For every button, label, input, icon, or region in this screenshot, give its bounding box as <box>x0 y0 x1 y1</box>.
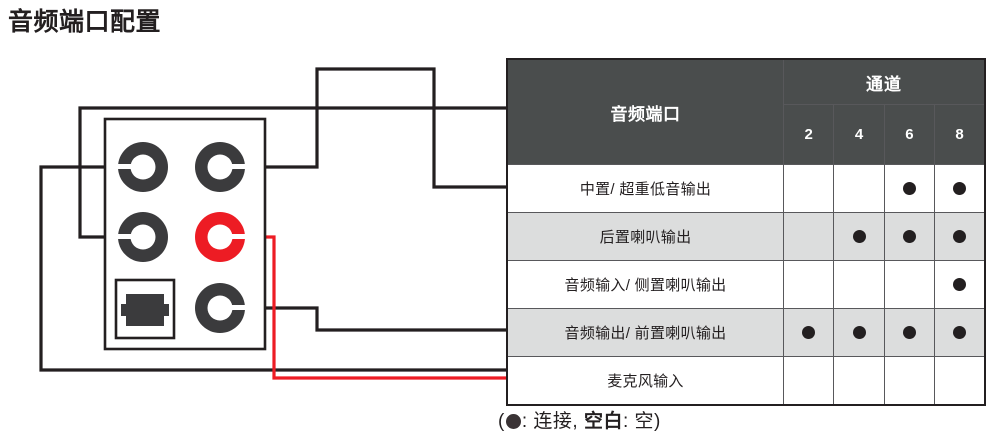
channel-cell-8 <box>934 260 986 309</box>
channel-cell-6 <box>883 260 936 309</box>
table-header-row-1: 音频端口 通道 <box>506 58 986 165</box>
port-optical-spdif-icon <box>114 278 176 340</box>
channel-cell-4 <box>833 212 885 261</box>
channel-cell-6 <box>883 308 936 357</box>
port-name-cell: 音频输出/ 前置喇叭输出 <box>506 308 784 357</box>
port-top-left <box>118 142 168 192</box>
connected-dot <box>953 325 967 339</box>
connected-dot <box>802 325 816 339</box>
connected-dot <box>902 229 916 243</box>
table-row: 中置/ 超重低音输出 <box>506 164 986 213</box>
port-name-cell: 麦克风输入 <box>506 356 784 405</box>
table-header-row-2: 2 4 6 8 <box>507 104 986 165</box>
audio-port-table: 音频端口 通道 2 4 6 8 中置/ 超重低音输出 后置喇叭输出 <box>506 58 986 406</box>
port-middle-left <box>118 212 168 262</box>
port-name-cell: 后置喇叭输出 <box>506 212 784 261</box>
channel-cell-4 <box>833 260 885 309</box>
channel-cell-2 <box>782 164 835 213</box>
audio-port-diagram <box>0 48 506 408</box>
channel-cell-8 <box>934 356 986 405</box>
channel-cell-4 <box>833 164 885 213</box>
column-header-channel-8: 8 <box>934 104 986 165</box>
channel-cell-6 <box>883 212 936 261</box>
connected-dot <box>902 181 916 195</box>
channel-cell-8 <box>934 308 986 357</box>
legend-connected-label: : 连接, <box>521 411 579 432</box>
connected-dot <box>953 181 967 195</box>
channel-cell-2 <box>782 308 835 357</box>
column-header-channel-4: 4 <box>833 104 885 165</box>
channel-cell-6 <box>883 164 936 213</box>
legend-blank-label-rest: : 空) <box>622 411 661 432</box>
column-header-channel-group: 通道 <box>783 58 986 106</box>
column-header-audio-port: 音频端口 <box>506 58 784 165</box>
connected-dot <box>852 325 866 339</box>
port-name-cell: 音频输入/ 侧置喇叭输出 <box>506 260 784 309</box>
channel-cell-4 <box>833 356 885 405</box>
table-header: 音频端口 通道 2 4 6 8 <box>506 58 986 165</box>
port-middle-right-line-out <box>195 212 245 262</box>
table-body: 中置/ 超重低音输出 后置喇叭输出 音频输入/ 侧置喇叭输出 <box>506 164 986 405</box>
channel-cell-2 <box>782 260 835 309</box>
channel-cell-4 <box>833 308 885 357</box>
connector-line-rear-speaker <box>220 67 506 189</box>
port-top-right <box>195 142 245 192</box>
connected-dot <box>902 325 916 339</box>
channel-cell-6 <box>883 356 936 405</box>
audio-port-diagram-svg <box>37 65 506 382</box>
legend-connected-dot-icon <box>505 414 521 429</box>
table-row: 音频输入/ 侧置喇叭输出 <box>506 260 986 309</box>
audio-port-table-container: 音频端口 通道 2 4 6 8 中置/ 超重低音输出 后置喇叭输出 <box>506 58 986 406</box>
port-bottom-right <box>195 283 245 333</box>
channel-cell-2 <box>782 356 835 405</box>
page-title: 音频端口配置 <box>8 8 162 36</box>
channel-cell-8 <box>934 212 986 261</box>
channel-cell-2 <box>782 212 835 261</box>
table-row: 音频输出/ 前置喇叭输出 <box>506 308 986 357</box>
table-row: 麦克风输入 <box>506 356 986 405</box>
port-name-cell: 中置/ 超重低音输出 <box>506 164 784 213</box>
legend-open-paren: ( <box>498 411 505 432</box>
connected-dot <box>953 229 967 243</box>
column-header-channel-6: 6 <box>883 104 936 165</box>
table-row: 后置喇叭输出 <box>506 212 986 261</box>
table-legend: ( : 连接, 空白: 空) <box>498 406 661 433</box>
connected-dot <box>852 229 866 243</box>
legend-blank-label-bold: 空白 <box>583 411 623 432</box>
connector-line-line-in-side-speaker <box>220 306 506 332</box>
connected-dot <box>953 277 967 291</box>
channel-cell-8 <box>934 164 986 213</box>
column-header-channel-2: 2 <box>782 104 835 165</box>
